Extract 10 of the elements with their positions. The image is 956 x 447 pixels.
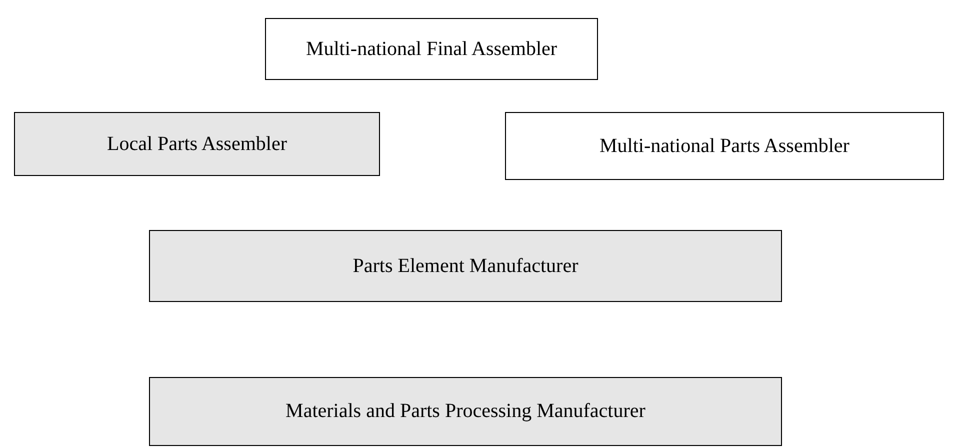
box-label: Local Parts Assembler [107,132,287,156]
process-box [149,230,782,302]
box-label: Multi-national Parts Assembler [600,134,850,158]
process-box [14,112,380,176]
box-label: Parts Element Manufacturer [352,254,578,278]
process-box [149,377,782,446]
process-box [265,18,598,80]
box-label: Materials and Parts Processing Manufacturer [286,400,646,423]
process-box [505,112,944,180]
box-label: Multi-national Final Assembler [306,38,558,60]
